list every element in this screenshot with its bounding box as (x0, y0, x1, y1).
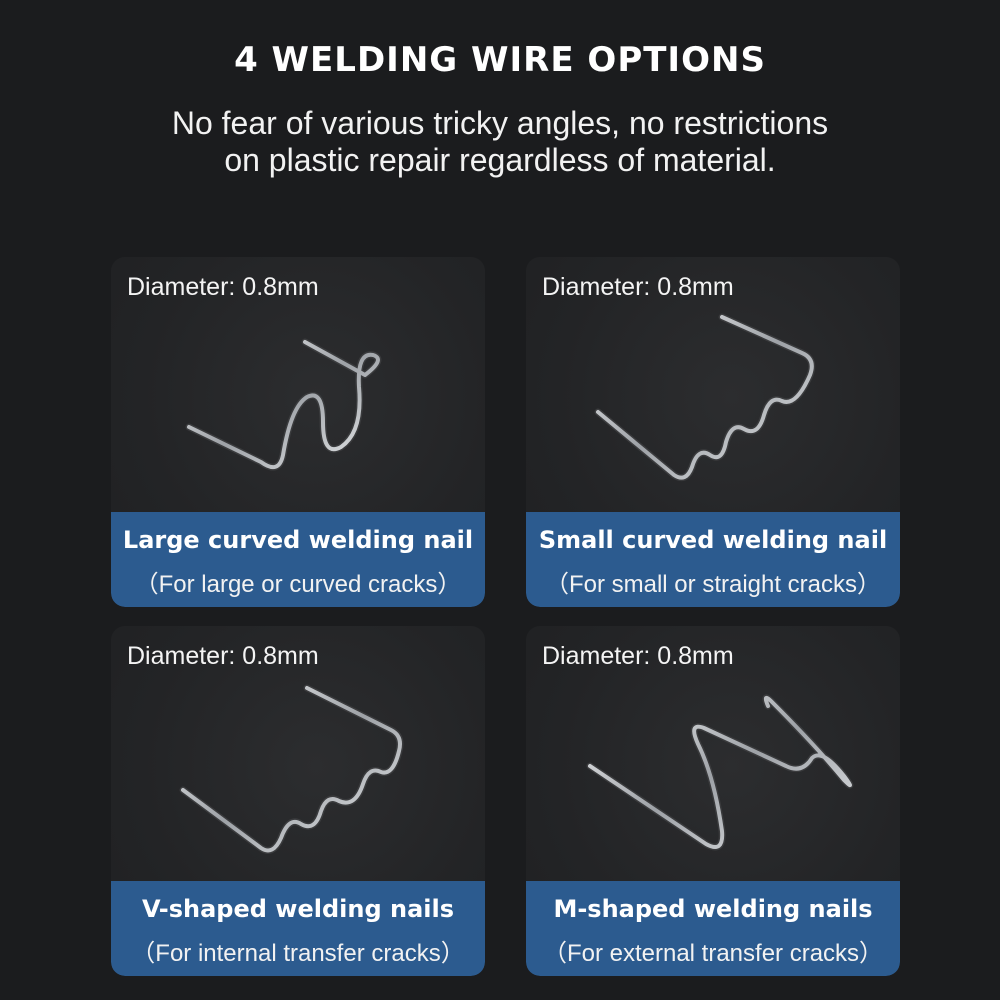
diameter-label: Diameter: 0.8mm (127, 642, 319, 670)
card-title: V-shaped welding nails (141, 895, 455, 923)
card-title: Large curved welding nail (122, 526, 474, 554)
caption-band: Small curved welding nail （For small or … (526, 512, 900, 607)
product-card-large-curved: Diameter: 0.8mm Large curved welding nai… (111, 257, 485, 607)
caption-band: V-shaped welding nails （For internal tra… (111, 881, 485, 976)
page-subtitle-line-2: on plastic repair regardless of material… (224, 142, 776, 178)
page-subtitle-line-1: No fear of various tricky angles, no res… (171, 105, 829, 141)
caption-band: Large curved welding nail （For large or … (111, 512, 485, 607)
v-shaped-wire-icon (179, 684, 404, 854)
card-subtitle: （For internal transfer cracks） (131, 940, 465, 967)
diameter-label: Diameter: 0.8mm (127, 273, 319, 301)
page-title: 4 WELDING WIRE OPTIONS (234, 40, 766, 80)
product-card-v-shaped: Diameter: 0.8mm V-shaped welding nails （… (111, 626, 485, 976)
diameter-label: Diameter: 0.8mm (542, 642, 734, 670)
product-card-m-shaped: Diameter: 0.8mm M-shaped welding nails （… (526, 626, 900, 976)
product-card-small-curved: Diameter: 0.8mm Small curved welding nai… (526, 257, 900, 607)
m-shaped-wire-icon (586, 694, 854, 851)
small-curved-wire-icon (594, 313, 816, 482)
diameter-label: Diameter: 0.8mm (542, 273, 734, 301)
card-subtitle: （For small or straight cracks） (544, 571, 882, 598)
card-subtitle: （For large or curved cracks） (134, 571, 462, 598)
caption-band: M-shaped welding nails （For external tra… (526, 881, 900, 976)
card-subtitle: （For external transfer cracks） (542, 940, 884, 967)
card-title: M-shaped welding nails (553, 895, 873, 923)
large-curved-wire-icon (185, 338, 382, 471)
card-title: Small curved welding nail (538, 526, 888, 554)
